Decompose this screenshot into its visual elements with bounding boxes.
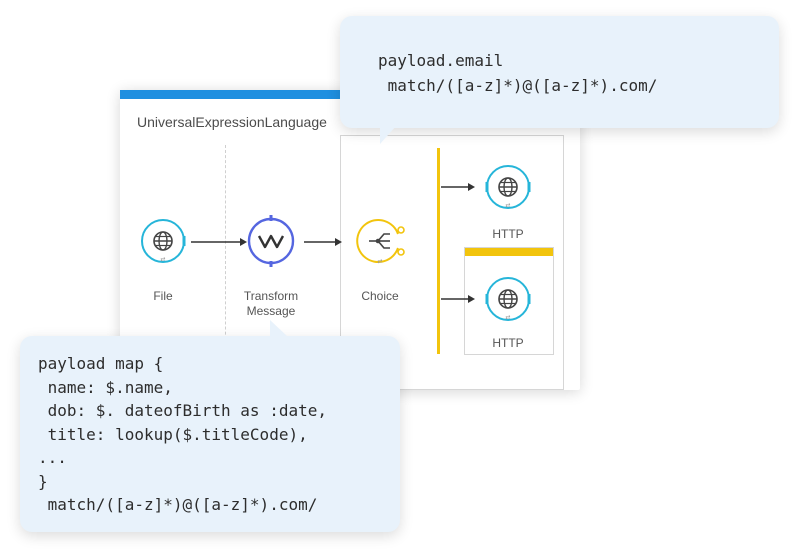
http-node-1-label: HTTP [492, 227, 524, 241]
email-expression-bubble: payload.email match/([a-z]*)@([a-z]*).co… [340, 16, 779, 144]
choice-node-label: Choice [361, 289, 399, 303]
choice-router-line [437, 148, 440, 354]
flow-title: UniversalExpressionLanguage [137, 114, 327, 130]
bubble-tail [270, 320, 288, 337]
svg-text:⇄: ⇄ [505, 314, 510, 321]
svg-text:⇄: ⇄ [377, 258, 382, 265]
http-node-2-label: HTTP [492, 336, 524, 350]
arrow-icon [441, 183, 475, 191]
bubble-tail [380, 126, 396, 144]
step-divider [225, 145, 226, 385]
http-node-2[interactable]: ⇄ [480, 271, 536, 327]
http-node-1[interactable]: ⇄ [480, 159, 536, 215]
arrow-icon [441, 295, 475, 303]
transform-label-line2: Message [246, 304, 296, 318]
arrow-icon [304, 238, 342, 246]
globe-icon: ⇄ [141, 219, 186, 263]
svg-text:⇄: ⇄ [505, 202, 510, 209]
choice-node[interactable]: ⇄ [352, 213, 408, 269]
email-expression-code: payload.email match/([a-z]*)@([a-z]*).co… [378, 51, 658, 95]
svg-text:⇄: ⇄ [160, 256, 165, 263]
transform-icon [247, 215, 295, 267]
file-node-label: File [153, 289, 173, 303]
file-node[interactable]: ⇄ [135, 213, 191, 269]
transform-expression-code: payload map { name: $.name, dob: $. date… [38, 354, 327, 514]
transform-expression-bubble: payload map { name: $.name, dob: $. date… [20, 320, 400, 532]
globe-icon: ⇄ [485, 165, 531, 209]
default-route-bar [465, 248, 553, 256]
choice-router-icon: ⇄ [356, 219, 405, 265]
globe-icon: ⇄ [485, 277, 531, 321]
transform-label-line1: Transform [243, 289, 299, 303]
transform-node-label: Transform Message [231, 289, 311, 319]
transform-message-node[interactable] [242, 212, 300, 270]
arrow-icon [191, 238, 247, 246]
